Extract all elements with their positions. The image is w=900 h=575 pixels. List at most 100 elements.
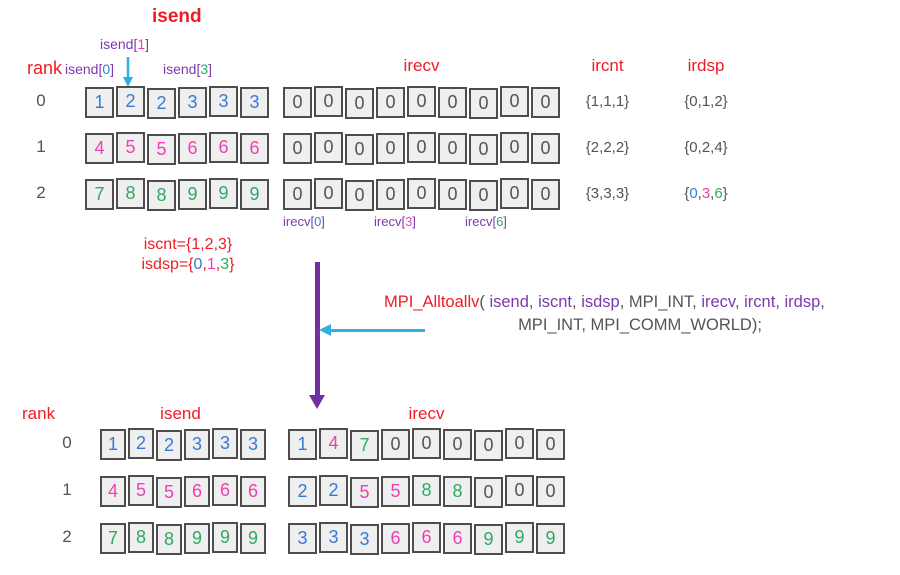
array-cell: 2 bbox=[116, 86, 145, 117]
array-cell: 5 bbox=[350, 477, 379, 508]
array-cell: 0 bbox=[500, 178, 529, 209]
array-cell: 6 bbox=[443, 523, 472, 554]
irdsp-value: {0,2,4} bbox=[684, 139, 728, 156]
array-cell: 7 bbox=[100, 523, 126, 554]
array-cell: 7 bbox=[350, 430, 379, 461]
top-rank-header: rank bbox=[27, 58, 63, 78]
array-cell: 2 bbox=[156, 430, 182, 461]
array-cell: 0 bbox=[376, 133, 405, 164]
call-pointer-left-icon bbox=[330, 329, 425, 332]
array-cell: 5 bbox=[147, 134, 176, 165]
array-cell: 1 bbox=[85, 87, 114, 118]
array-cell: 9 bbox=[505, 522, 534, 553]
array-cell: 6 bbox=[184, 476, 210, 507]
array-cell: 9 bbox=[240, 179, 269, 210]
array-cell: 2 bbox=[288, 476, 317, 507]
mpi-call-line2: MPI_INT, MPI_COMM_WORLD); bbox=[518, 316, 762, 334]
array-cell: 5 bbox=[128, 475, 154, 506]
array-cell: 0 bbox=[376, 179, 405, 210]
irecv-index-6-label: irecv[6] bbox=[465, 214, 507, 229]
array-cell: 0 bbox=[314, 132, 343, 163]
array-cell: 1 bbox=[288, 429, 317, 460]
array-cell: 0 bbox=[345, 180, 374, 211]
array-cell: 7 bbox=[85, 179, 114, 210]
array-cell: 3 bbox=[178, 87, 207, 118]
array-cell: 8 bbox=[116, 178, 145, 209]
array-cell: 0 bbox=[283, 133, 312, 164]
array-cell: 0 bbox=[474, 477, 503, 508]
array-cell: 9 bbox=[240, 523, 266, 554]
isend-index-3-label: isend[3] bbox=[163, 61, 213, 77]
array-cell: 4 bbox=[100, 476, 126, 507]
array-cell: 6 bbox=[381, 523, 410, 554]
array-cell: 0 bbox=[500, 132, 529, 163]
array-cell: 0 bbox=[438, 133, 467, 164]
array-cell: 6 bbox=[240, 476, 266, 507]
array-cell: 0 bbox=[407, 86, 436, 117]
array-cell: 2 bbox=[128, 428, 154, 459]
array-cell: 9 bbox=[209, 178, 238, 209]
array-cell: 2 bbox=[147, 88, 176, 119]
array-cell: 0 bbox=[376, 87, 405, 118]
isdsp-annotation: isdsp={0,1,3} bbox=[141, 256, 235, 273]
mpi-call-text: MPI_Alltoallv( isend, iscnt, isdsp, MPI_… bbox=[384, 291, 896, 337]
isend-index-1-label: isend[1] bbox=[100, 36, 150, 52]
rank-label: 1 bbox=[62, 480, 72, 499]
array-cell: 0 bbox=[536, 476, 565, 507]
irecv-index-3-label: irecv[3] bbox=[374, 214, 416, 229]
array-cell: 0 bbox=[412, 428, 441, 459]
array-cell: 3 bbox=[240, 429, 266, 460]
top-ircnt-header: ircnt bbox=[591, 56, 624, 75]
flow-arrow-down-icon bbox=[315, 262, 320, 396]
mpi-call-line1: MPI_Alltoallv( isend, iscnt, isdsp, MPI_… bbox=[384, 293, 825, 311]
array-cell: 4 bbox=[319, 428, 348, 459]
array-cell: 0 bbox=[283, 87, 312, 118]
bottom-rank-header: rank bbox=[22, 404, 56, 423]
array-cell: 0 bbox=[536, 429, 565, 460]
bottom-isend-header: isend bbox=[160, 404, 201, 423]
array-cell: 0 bbox=[531, 179, 560, 210]
isend1-pointer-down-icon bbox=[122, 57, 134, 92]
array-cell: 0 bbox=[407, 178, 436, 209]
array-cell: 5 bbox=[156, 477, 182, 508]
array-cell: 6 bbox=[209, 132, 238, 163]
array-cell: 4 bbox=[85, 133, 114, 164]
array-cell: 3 bbox=[212, 428, 238, 459]
array-cell: 8 bbox=[156, 524, 182, 555]
array-cell: 3 bbox=[350, 524, 379, 555]
top-isend-title: isend bbox=[152, 6, 202, 27]
array-cell: 0 bbox=[345, 88, 374, 119]
iscnt-annotation: iscnt={1,2,3} bbox=[143, 236, 233, 253]
array-cell: 0 bbox=[438, 87, 467, 118]
array-cell: 0 bbox=[283, 179, 312, 210]
rank-label: 0 bbox=[36, 91, 46, 110]
irdsp-value: {0,1,2} bbox=[684, 93, 728, 110]
array-cell: 1 bbox=[100, 429, 126, 460]
array-cell: 9 bbox=[536, 523, 565, 554]
isend-index-0-label: isend[0] bbox=[65, 61, 115, 77]
array-cell: 0 bbox=[469, 180, 498, 211]
rank-label: 2 bbox=[62, 527, 72, 546]
array-cell: 0 bbox=[500, 86, 529, 117]
array-cell: 0 bbox=[407, 132, 436, 163]
array-cell: 5 bbox=[381, 476, 410, 507]
array-cell: 3 bbox=[288, 523, 317, 554]
array-cell: 8 bbox=[412, 475, 441, 506]
array-cell: 0 bbox=[531, 133, 560, 164]
array-cell: 3 bbox=[240, 87, 269, 118]
